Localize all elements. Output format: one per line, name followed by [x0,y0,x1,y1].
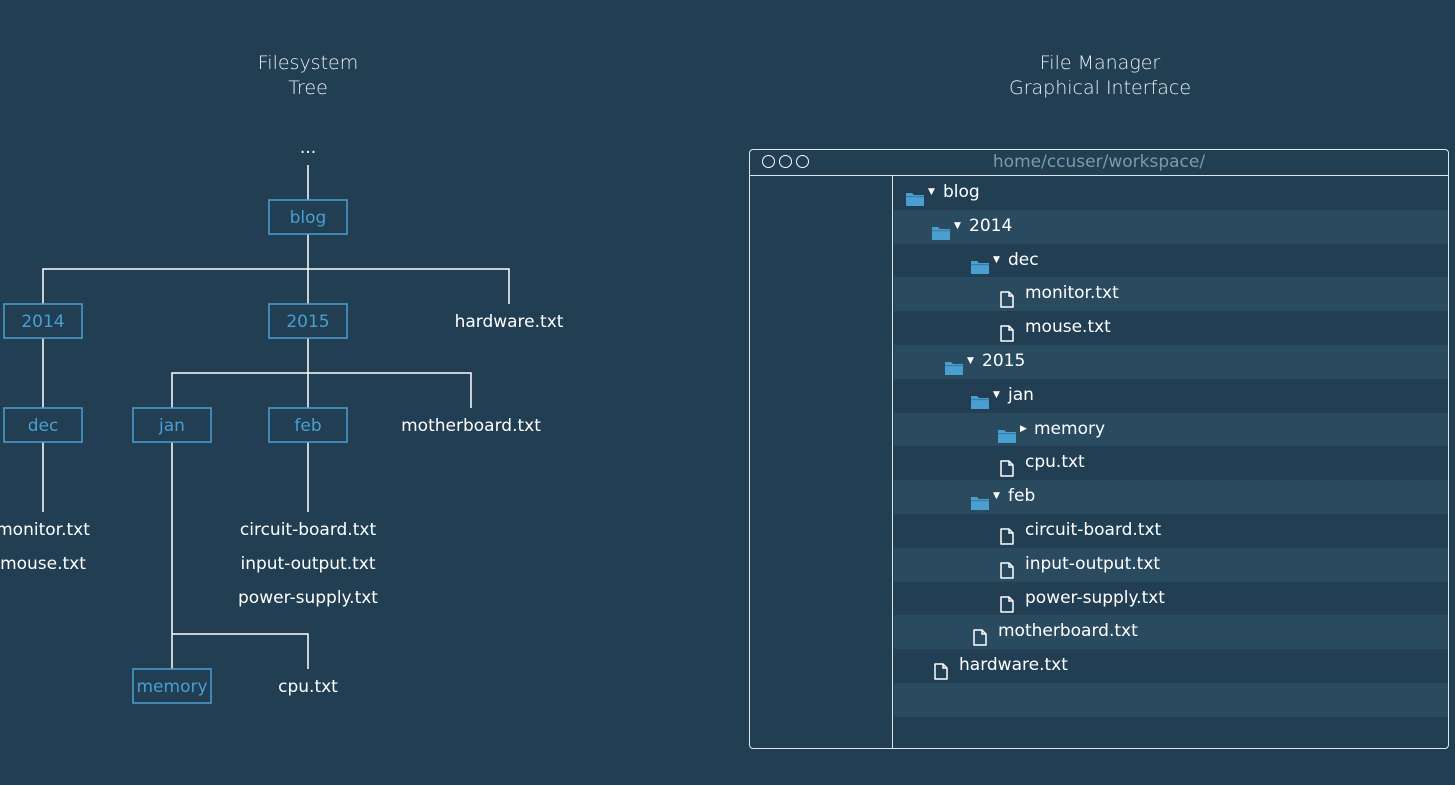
file-manager-title: File Manager Graphical Interface [980,51,1220,101]
file-row-power-supply-txt[interactable]: power-supply.txt [894,582,1448,616]
tree-folder-jan: jan [158,416,185,436]
connector-blog-branches [42,268,510,304]
minimize-window-button[interactable] [779,155,792,168]
folder-label: blog [943,182,980,202]
file-row-motherboard-txt[interactable]: motherboard.txt [894,615,1448,650]
filesystem-tree-diagram: ... blog 2014 2015 hardware.txt dec jan … [0,138,564,704]
folder-label: jan [1008,384,1034,405]
folder-icon [998,422,1016,456]
file-row-circuit-board-txt[interactable]: circuit-board.txt [894,514,1448,548]
filesystem-title-line1: Filesystem [257,52,359,74]
empty-row [894,717,1448,748]
path-bar: home/ccuser/workspace/ [992,152,1206,172]
empty-row [894,682,1448,717]
file-manager-title-line2: Graphical Interface [1008,77,1192,99]
tree-connectors [42,165,510,669]
tree-file-mouse: mouse.txt [0,554,86,574]
caret-down-icon[interactable]: ▼ [967,355,974,366]
box-memory [132,668,212,704]
folder-row-feb[interactable]: ▼ feb [894,480,1448,514]
box-blog [268,199,348,235]
caret-down-icon[interactable]: ▼ [993,254,1000,265]
box-2014 [3,303,83,339]
folder-icon [971,489,989,523]
folder-row-dec[interactable]: ▼ dec [894,244,1448,278]
folder-row-blog[interactable]: ▼ blog [894,176,1448,210]
caret-down-icon[interactable]: ▼ [954,220,961,231]
folder-icon [971,388,989,422]
file-label: monitor.txt [1025,283,1119,304]
file-label: input-output.txt [1025,553,1161,574]
caret-down-icon[interactable]: ▼ [993,389,1000,400]
folder-row-2014[interactable]: ▼ 2014 [894,209,1448,244]
file-label: power-supply.txt [1025,587,1165,608]
folder-icon [932,219,950,253]
folder-row-memory[interactable]: ▶ memory [894,412,1448,447]
tree-folder-blog: blog [290,208,327,228]
tree-file-monitor: monitor.txt [0,520,90,540]
file-row-input-output-txt[interactable]: input-output.txt [894,547,1448,582]
connector-jan-cpu [172,633,309,669]
folder-label: 2015 [982,350,1026,371]
maximize-window-button[interactable] [796,155,809,168]
folder-icon [971,253,989,287]
caret-down-icon[interactable]: ▼ [993,491,1000,502]
caret-right-icon[interactable]: ▶ [1020,423,1027,434]
tree-folder-memory: memory [136,677,207,697]
file-row-cpu-txt[interactable]: cpu.txt [894,446,1448,480]
file-manager-window: home/ccuser/workspace/ ▼ blog ▼ 2014 ▼ dec mon… [749,149,1449,749]
close-window-button[interactable] [762,155,775,168]
tree-file-input-output: input-output.txt [240,554,375,574]
folder-row-jan[interactable]: ▼ jan [894,379,1448,413]
tree-folder-2015: 2015 [286,312,329,332]
tree-file-cpu: cpu.txt [278,677,338,697]
tree-file-motherboard: motherboard.txt [401,416,541,436]
folder-label: 2014 [969,215,1013,236]
tree-file-power-supply: power-supply.txt [238,588,378,608]
folder-icon [906,185,924,219]
tree-root-ellipsis: ... [300,138,316,158]
file-label: circuit-board.txt [1025,519,1162,540]
window-titlebar: home/ccuser/workspace/ [750,150,1448,176]
box-2015 [268,303,348,339]
folder-icon [945,354,963,388]
file-manager-sidebar [750,176,893,748]
folder-row-2015[interactable]: ▼ 2015 [894,344,1448,379]
file-row-hardware-txt[interactable]: hardware.txt [894,649,1448,683]
folder-label: memory [1034,418,1106,439]
box-feb [268,407,348,443]
filesystem-tree-title: Filesystem Tree [208,51,408,101]
box-jan [132,407,212,443]
file-label: mouse.txt [1025,317,1111,338]
tree-folder-2014: 2014 [21,312,64,332]
filesystem-title-line2: Tree [288,77,328,99]
tree-folder-dec: dec [28,416,59,436]
tree-folder-boxes [3,199,348,704]
tree-file-circuit-board: circuit-board.txt [240,520,377,540]
file-label: cpu.txt [1025,452,1085,473]
connector-2015-branches [171,372,472,408]
tree-folder-feb: feb [294,416,321,436]
file-row-monitor-txt[interactable]: monitor.txt [894,277,1448,312]
file-row-mouse-txt[interactable]: mouse.txt [894,311,1448,345]
file-label: hardware.txt [959,655,1068,676]
caret-down-icon[interactable]: ▼ [928,187,935,197]
folder-label: dec [1008,249,1039,270]
folder-label: feb [1008,486,1036,507]
tree-file-hardware: hardware.txt [455,312,564,332]
file-manager-title-line1: File Manager [1039,52,1161,74]
box-dec [3,407,83,443]
file-label: motherboard.txt [998,621,1138,642]
